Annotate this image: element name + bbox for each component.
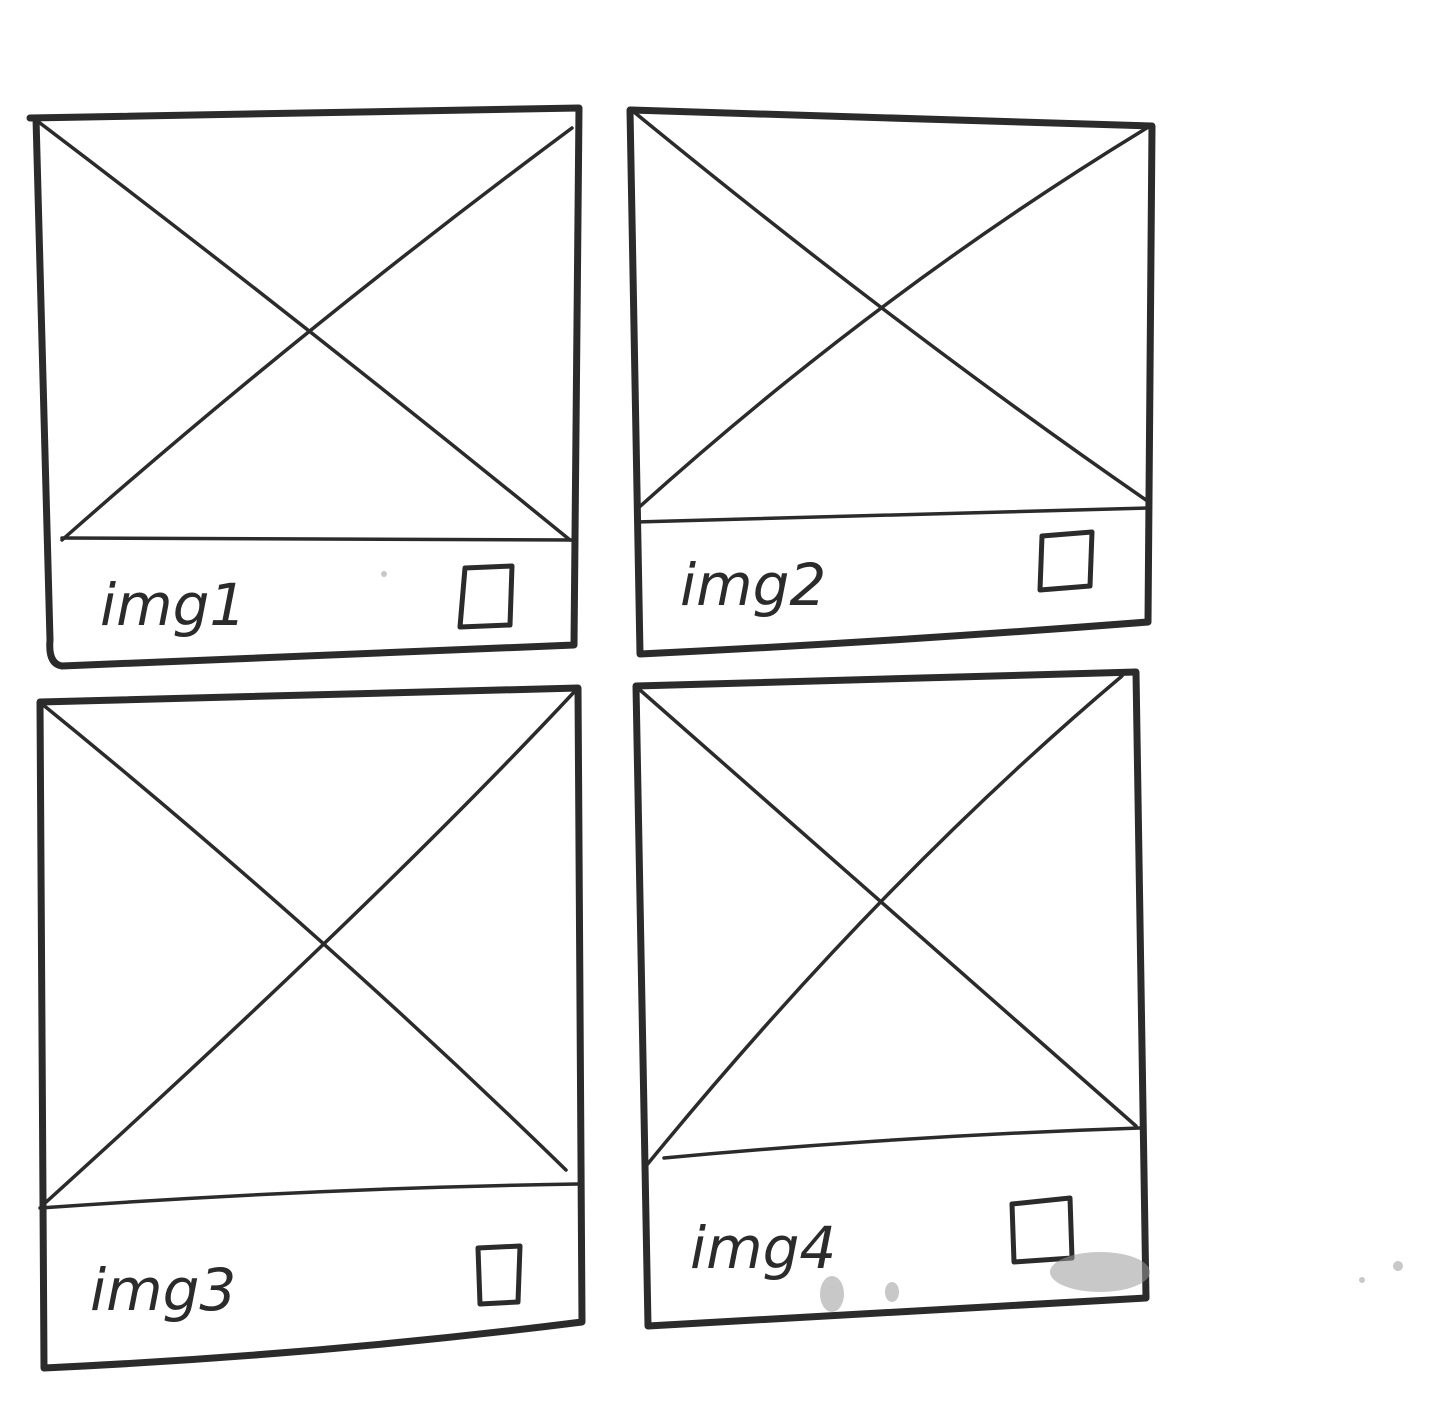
card-divider [38,1182,580,1210]
checkbox-icon[interactable] [1037,529,1095,593]
image-card[interactable]: img4 [632,668,1150,1330]
card-frame [26,104,583,670]
card-frame [626,106,1156,658]
checkbox-icon[interactable] [457,563,515,630]
image-card[interactable]: img1 [26,104,583,670]
image-placeholder-icon [638,674,1138,1168]
paper-specks [381,571,1403,1283]
image-placeholder-icon [40,688,578,1206]
card-divider [60,536,576,542]
image-placeholder-icon [34,118,574,542]
checkbox-icon[interactable] [1009,1195,1075,1265]
card-label: img2 [680,551,826,619]
card-divider [634,506,1150,524]
card-divider [662,1126,1142,1160]
image-placeholder-icon [632,110,1152,512]
card-label: img4 [690,1214,836,1282]
image-card[interactable]: img2 [626,106,1156,658]
checkbox-icon[interactable] [475,1243,523,1307]
ink-smudge [820,1252,1150,1312]
card-frame [632,668,1150,1330]
card-label: img1 [100,571,246,639]
card-frame [36,684,586,1372]
card-label: img3 [90,1256,236,1324]
image-card[interactable]: img3 [36,684,586,1372]
